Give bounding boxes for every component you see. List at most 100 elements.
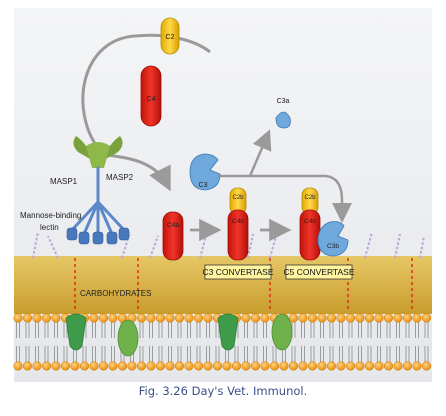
lipid-tail xyxy=(139,322,144,338)
lipid-head xyxy=(345,313,356,323)
lipid-head xyxy=(51,313,61,323)
lipid-head xyxy=(22,361,33,371)
c2-molecule xyxy=(160,17,180,55)
lipid-head xyxy=(193,313,204,323)
lectin-label-line2: lectin xyxy=(40,223,59,232)
c4b-label-2: C4b xyxy=(232,218,244,225)
lipid-tail xyxy=(291,346,296,362)
c3-label: C3 xyxy=(199,182,208,189)
c4b-molecule-2 xyxy=(227,209,249,261)
lipid-head xyxy=(51,361,61,371)
lipid-tail xyxy=(82,346,87,362)
lipid-tail xyxy=(111,346,115,362)
figure-caption: Fig. 3.26 Day's Vet. Immunol. xyxy=(138,384,308,398)
masp1-label: MASP1 xyxy=(50,177,78,186)
lipid-tail xyxy=(139,346,144,362)
lipid-head xyxy=(412,313,422,323)
lipid-tail xyxy=(168,322,172,338)
lipid-tail xyxy=(263,346,267,362)
lipid-tail xyxy=(206,346,210,362)
lipid-tail xyxy=(310,346,315,362)
lipid-head xyxy=(336,361,346,371)
c2-label: C2 xyxy=(166,34,175,41)
lipid-head xyxy=(355,313,365,323)
lipid-head xyxy=(117,361,128,371)
lipid-head xyxy=(412,361,422,371)
lipid-tail xyxy=(415,322,419,338)
carbohydrates-label: CARBOHYDRATES xyxy=(80,289,151,298)
lipid-head xyxy=(317,313,327,323)
c4b-label-3: C4b xyxy=(304,218,316,225)
lipid-head xyxy=(184,313,194,323)
lipid-tail xyxy=(348,346,353,362)
lipid-head xyxy=(13,313,23,323)
lipid-head xyxy=(193,361,204,371)
c4-molecule xyxy=(140,65,162,127)
lipid-head xyxy=(98,313,109,323)
lipid-head xyxy=(212,361,223,371)
lipid-tail xyxy=(358,346,362,362)
lipid-head xyxy=(165,361,175,371)
lipid-head xyxy=(298,313,308,323)
lipid-tail xyxy=(396,322,400,338)
lipid-head xyxy=(70,361,80,371)
lipid-tail xyxy=(424,322,429,338)
lipid-tail xyxy=(196,322,201,338)
c4b-molecule-1 xyxy=(162,211,184,261)
lipid-tail xyxy=(310,322,315,338)
lipid-tail xyxy=(234,346,239,362)
lipid-tail xyxy=(348,322,353,338)
lipid-tail xyxy=(16,346,20,362)
lipid-tail xyxy=(415,346,419,362)
c3-convertase-label: C3 CONVERTASE xyxy=(202,267,273,277)
lipid-tail xyxy=(263,322,267,338)
lipid-head xyxy=(241,313,251,323)
lipid-tail xyxy=(54,322,58,338)
lipid-tail xyxy=(367,322,372,338)
lipid-tail xyxy=(339,322,343,338)
lipid-head xyxy=(355,361,365,371)
c3-convertase-box xyxy=(204,264,272,280)
lipid-tail xyxy=(253,346,258,362)
lipid-head xyxy=(136,313,147,323)
lipid-tail xyxy=(244,346,248,362)
lipid-head xyxy=(41,361,52,371)
lipid-head xyxy=(364,361,375,371)
lipid-head xyxy=(155,313,166,323)
lipid-tail xyxy=(377,346,381,362)
c5-convertase-label: C5 CONVERTASE xyxy=(283,267,354,277)
lipid-head xyxy=(364,313,375,323)
lipid-tail xyxy=(35,322,39,338)
lipid-head xyxy=(393,361,403,371)
lipid-head xyxy=(79,361,90,371)
lipid-head xyxy=(165,313,175,323)
lipid-head xyxy=(117,313,128,323)
lipid-head xyxy=(250,313,261,323)
lipid-tail xyxy=(44,322,49,338)
lipid-tail xyxy=(301,346,305,362)
c3a-label: C3a xyxy=(277,98,290,105)
c5-convertase-box xyxy=(285,264,353,280)
lipid-tail xyxy=(187,346,191,362)
lipid-head xyxy=(383,313,394,323)
membrane-proteins xyxy=(65,313,293,357)
lipid-head xyxy=(41,313,52,323)
lipid-tail xyxy=(329,346,334,362)
lipid-head xyxy=(89,361,99,371)
lipid-tail xyxy=(244,322,248,338)
curved-arrow-lectin-to-c4 xyxy=(81,33,211,149)
lipid-head xyxy=(250,361,261,371)
lipid-tail xyxy=(177,322,182,338)
lipid-head xyxy=(421,313,432,323)
lectin-label-line1: Mannose-binding xyxy=(20,211,81,220)
lipid-head xyxy=(241,361,251,371)
lipid-head xyxy=(279,361,289,371)
lipid-tail xyxy=(177,346,182,362)
lipid-head xyxy=(155,361,166,371)
lipid-head xyxy=(288,313,299,323)
lipid-tail xyxy=(16,322,20,338)
lipid-head xyxy=(326,313,337,323)
lipid-head xyxy=(108,361,118,371)
lipid-head xyxy=(32,361,42,371)
